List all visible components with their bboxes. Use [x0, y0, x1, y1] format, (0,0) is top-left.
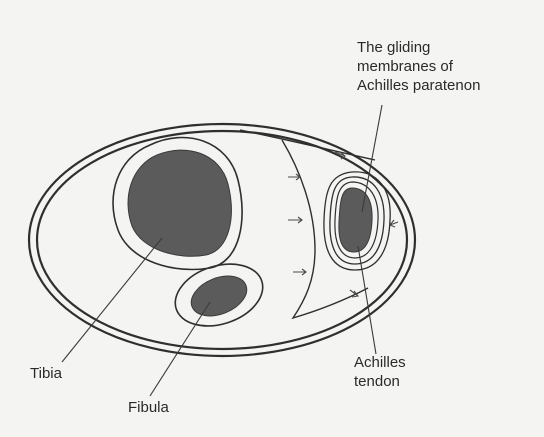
tibia-bone: [128, 150, 231, 256]
leader-achilles: [358, 246, 376, 354]
arrow-5: [390, 220, 398, 227]
arrow-2: [288, 217, 302, 223]
leader-paratenon: [362, 105, 382, 212]
achilles-tendon-body: [339, 188, 372, 252]
arrow-3: [293, 269, 306, 275]
leader-tibia: [62, 238, 162, 362]
achilles-tendon-label: Achilles tendon: [354, 353, 444, 391]
achilles-label-line-2: tendon: [354, 372, 444, 391]
paratenon-label: The gliding membranes of Achilles parate…: [357, 38, 537, 95]
fascia-upper-line: [240, 130, 375, 160]
paratenon-label-line-2: membranes of: [357, 57, 537, 76]
fibula-label: Fibula: [128, 398, 169, 417]
achilles-tendon-group: [324, 172, 390, 270]
paratenon-label-line-3: Achilles paratenon: [357, 76, 537, 95]
paratenon-label-line-1: The gliding: [357, 38, 537, 57]
arrow-1: [288, 174, 300, 180]
tibia-label: Tibia: [30, 364, 62, 383]
achilles-label-line-1: Achilles: [354, 353, 444, 372]
